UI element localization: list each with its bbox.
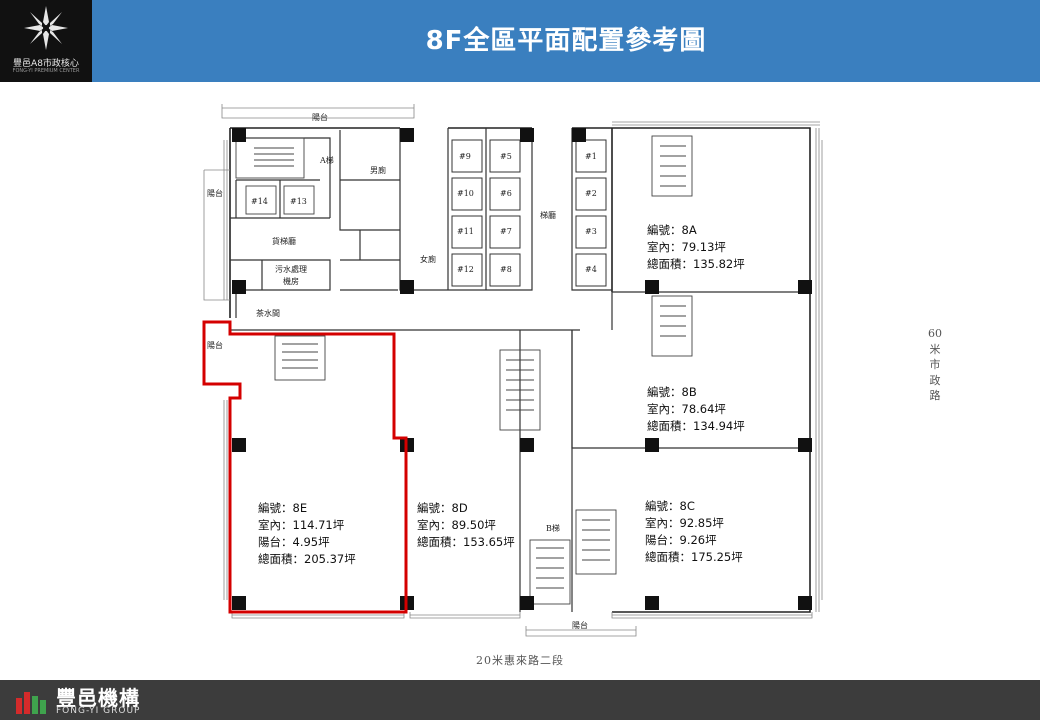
outer-wall-east xyxy=(612,127,811,613)
company-name-en: FONG-YI GROUP xyxy=(56,706,141,716)
unit-8b-info[interactable]: 編號：8B 室內：78.64坪 總面積：134.94坪 xyxy=(647,385,745,433)
unit-8a-info[interactable]: 編號：8A 室內：79.13坪 總面積：135.82坪 xyxy=(647,223,745,271)
elevator-9: #9 xyxy=(459,152,471,161)
south-window-mid xyxy=(409,612,521,619)
elevator-2: #2 xyxy=(585,189,597,198)
balcony-label-west-lower: 陽台 xyxy=(207,341,223,350)
unit-8d-info[interactable]: 編號：8D 室內：89.50坪 總面積：153.65坪 xyxy=(417,501,515,549)
elevator-3: #3 xyxy=(585,227,597,236)
unit-8e-highlight xyxy=(202,320,408,614)
logo-text: 豐邑A8市政核心 xyxy=(13,59,79,69)
west-window-lower xyxy=(223,400,228,600)
west-window-upper xyxy=(223,140,228,300)
elevator-1: #1 xyxy=(585,152,597,161)
elevator-a-label: A梯 xyxy=(320,156,334,165)
south-window-east xyxy=(611,612,813,619)
star-logo-icon xyxy=(24,6,68,50)
brand-logo: 豐邑A8市政核心 FONG-YI PREMIUM CENTER xyxy=(0,0,92,82)
company-name: 豐邑機構 xyxy=(56,686,140,710)
elevator-8: #8 xyxy=(500,265,512,274)
womens-restroom-label: 女廁 xyxy=(420,255,436,264)
north-window xyxy=(612,121,820,126)
freight-hall-label: 貨梯廳 xyxy=(272,237,296,246)
unit-8c-info[interactable]: 編號：8C 室內：92.85坪 陽台：9.26坪 總面積：175.25坪 xyxy=(645,499,743,564)
elevator-14: #14 xyxy=(251,197,268,206)
elevator-5: #5 xyxy=(500,152,512,161)
tea-room-label: 茶水間 xyxy=(256,309,280,318)
footer-bar: 豐邑機構 FONG-YI GROUP xyxy=(0,680,1040,720)
unit-8e-info[interactable]: 編號：8E 室內：114.71坪 陽台：4.95坪 總面積：205.37坪 xyxy=(258,501,356,566)
east-window xyxy=(815,128,823,612)
balcony-label-south: 陽台 xyxy=(572,621,588,630)
page-title: 8F全區平面配置參考圖 xyxy=(425,26,707,56)
west-balcony-upper xyxy=(203,169,230,301)
elevator-7: #7 xyxy=(500,227,512,236)
header-bar: 豐邑A8市政核心 FONG-YI PREMIUM CENTER 8F全區平面配置… xyxy=(0,0,1040,82)
road-east-label: 60 米 市 政 路 xyxy=(928,327,942,402)
road-south-label: 20米惠來路二段 xyxy=(476,654,564,667)
elevator-12: #12 xyxy=(457,265,474,274)
elevator-11: #11 xyxy=(457,227,474,236)
logo-subtext: FONG-YI PREMIUM CENTER xyxy=(12,68,80,74)
elevator-b-label: B梯 xyxy=(546,524,560,533)
company-logo-icon xyxy=(16,692,46,714)
elevator-4: #4 xyxy=(585,265,597,274)
mens-restroom-label: 男廁 xyxy=(370,166,386,175)
sewage-room-label: 污水處理 機房 xyxy=(275,265,307,286)
outer-wall-north xyxy=(230,127,613,292)
elevator-13: #13 xyxy=(290,197,307,206)
elevator-10: #10 xyxy=(457,189,474,198)
balcony-label-north: 陽台 xyxy=(312,113,328,122)
elevator-hall-label: 梯廳 xyxy=(540,211,556,220)
balcony-label-west-upper: 陽台 xyxy=(207,189,223,198)
south-window-west xyxy=(231,612,405,619)
south-balcony xyxy=(525,626,637,637)
north-balcony xyxy=(221,104,415,119)
elevator-6: #6 xyxy=(500,189,512,198)
